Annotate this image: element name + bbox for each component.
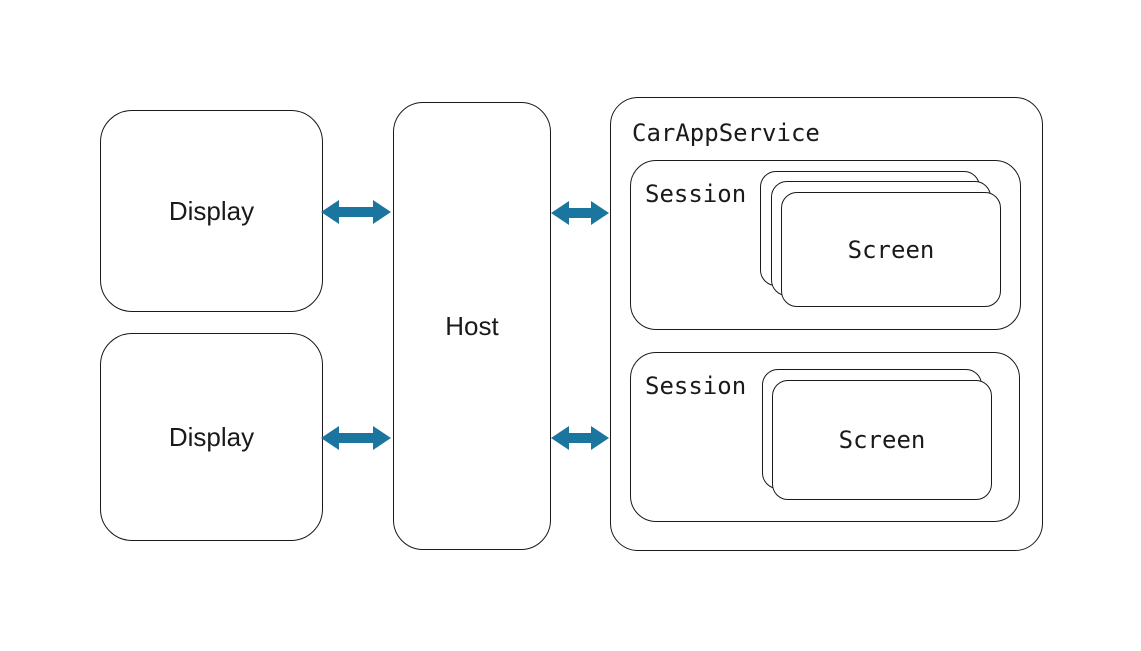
double-arrow-icon	[551, 201, 609, 225]
bidirectional-arrow-icon-display-top-host	[321, 200, 391, 224]
bidirectional-arrow-icon-host-session-bottom	[551, 426, 609, 450]
bidirectional-arrow-icon-host-session-top	[551, 201, 609, 225]
host-box: Host	[393, 102, 551, 550]
screen-top-label: Screen	[847, 235, 935, 264]
screen-card-bottom-front: Screen	[772, 380, 992, 500]
display-box-bottom: Display	[100, 333, 323, 541]
bidirectional-arrow-icon-display-bottom-host	[321, 426, 391, 450]
screen-bottom-label: Screen	[838, 426, 926, 454]
car-app-service-label: CarAppService	[632, 119, 820, 147]
session-top-label: Session	[645, 180, 747, 208]
double-arrow-icon	[321, 200, 391, 224]
double-arrow-icon	[551, 426, 609, 450]
screen-card-top-front: Screen	[781, 192, 1001, 307]
display-top-label: Display	[168, 196, 255, 226]
session-bottom-label: Session	[645, 372, 747, 400]
double-arrow-icon	[321, 426, 391, 450]
display-bottom-label: Display	[168, 422, 255, 452]
host-label: Host	[445, 311, 499, 341]
display-box-top: Display	[100, 110, 323, 312]
